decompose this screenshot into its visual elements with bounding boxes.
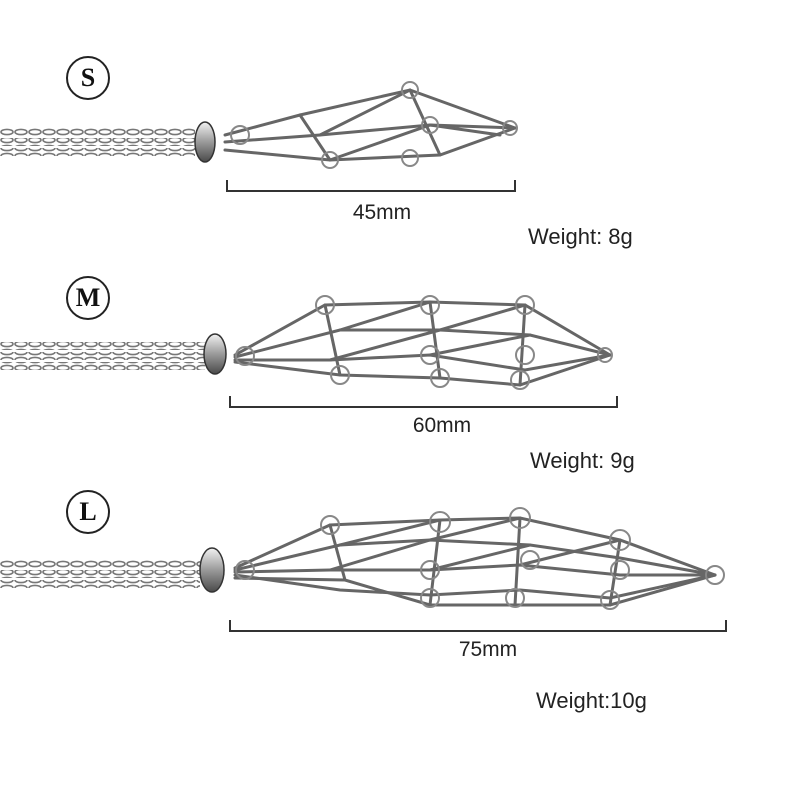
size-badge-s: S: [66, 56, 110, 100]
length-label-l: 75mm: [458, 638, 518, 661]
net-cage: [233, 300, 612, 387]
bead: [194, 121, 216, 163]
chain: [0, 342, 205, 370]
size-badge-l: L: [66, 490, 110, 534]
weight-label-s: Weight: 8g: [528, 224, 633, 249]
chain: [0, 560, 200, 588]
weight-label-l: Weight:10g: [536, 688, 647, 713]
length-bracket-l: [229, 620, 727, 632]
size-label: L: [79, 497, 97, 526]
net-cage: [223, 88, 517, 162]
product-row-l: L: [0, 480, 800, 800]
size-badge-m: M: [66, 276, 110, 320]
product-row-m: M: [0, 260, 800, 480]
bead: [203, 333, 227, 375]
pendant-image-l: [0, 507, 725, 610]
chain: [0, 128, 195, 156]
net-cage: [233, 516, 717, 607]
length-bracket-s: [226, 180, 516, 192]
length-label-s: 45mm: [352, 201, 412, 224]
size-label: M: [75, 283, 101, 312]
bead: [199, 547, 225, 593]
pendant-image-s: [0, 81, 518, 169]
weight-label-m: Weight: 9g: [530, 448, 635, 473]
pendant-image-m: [0, 295, 613, 390]
product-row-s: S: [0, 0, 800, 260]
length-bracket-m: [229, 396, 618, 408]
size-label: S: [80, 63, 96, 92]
length-label-m: 60mm: [412, 414, 472, 437]
